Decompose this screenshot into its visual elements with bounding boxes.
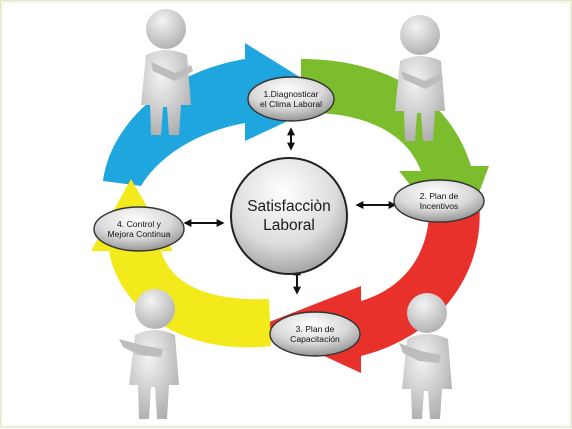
figure-top-left [141, 9, 193, 135]
step-node-1 [247, 76, 335, 122]
figure-bottom-right [399, 293, 452, 419]
figure-bottom-left [119, 289, 179, 419]
center-node [230, 157, 348, 275]
step-node-3 [269, 311, 361, 357]
figure-top-right [395, 15, 445, 141]
step-node-2 [393, 179, 485, 223]
step-node-4 [93, 206, 185, 252]
